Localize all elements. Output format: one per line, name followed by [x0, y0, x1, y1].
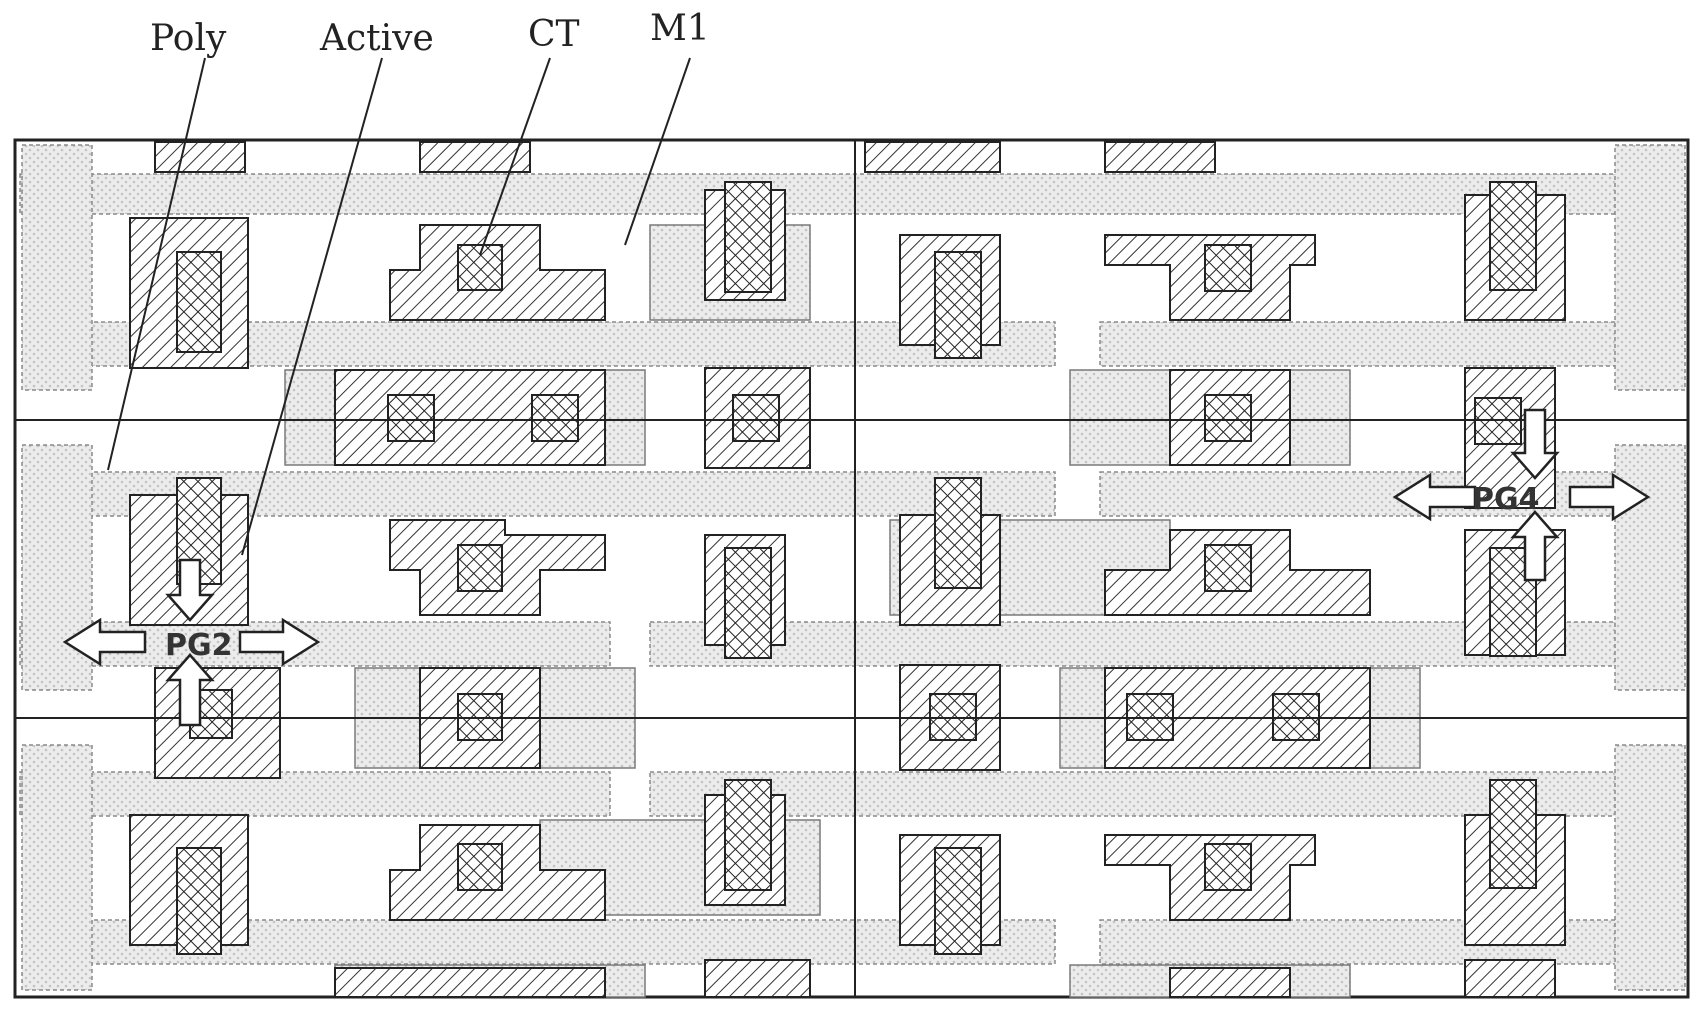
- divider-lines: [15, 140, 1688, 997]
- contact: [457, 843, 503, 891]
- contact: [1204, 544, 1252, 592]
- contact: [1489, 779, 1537, 889]
- leader-lines: [107, 57, 691, 556]
- poly-label: Poly: [150, 18, 227, 59]
- contact: [176, 251, 222, 353]
- contact: [724, 181, 772, 293]
- contact: [531, 394, 579, 442]
- contact: [1204, 244, 1252, 292]
- contact: [724, 779, 772, 891]
- contact: [1204, 843, 1252, 891]
- ct-label: CT: [528, 14, 580, 55]
- contact: [387, 394, 435, 442]
- contact: [1489, 181, 1537, 291]
- contact: [732, 394, 780, 442]
- contact: [176, 847, 222, 955]
- active-label: Active: [319, 18, 434, 59]
- contact: [934, 477, 982, 589]
- contact: [457, 244, 503, 291]
- pg4-marker: PG4: [1392, 408, 1651, 582]
- pg4-label: PG4: [1472, 482, 1540, 517]
- contact: [457, 544, 503, 592]
- contact: [724, 547, 772, 659]
- pg2-marker: PG2: [62, 558, 321, 727]
- pg2-label: PG2: [165, 628, 233, 663]
- contact: [934, 251, 982, 359]
- contact: [1204, 394, 1252, 442]
- cell-boundary: [13, 138, 1690, 999]
- m1-label: M1: [650, 8, 710, 49]
- active-layer: [129, 141, 1566, 998]
- contact: [934, 847, 982, 955]
